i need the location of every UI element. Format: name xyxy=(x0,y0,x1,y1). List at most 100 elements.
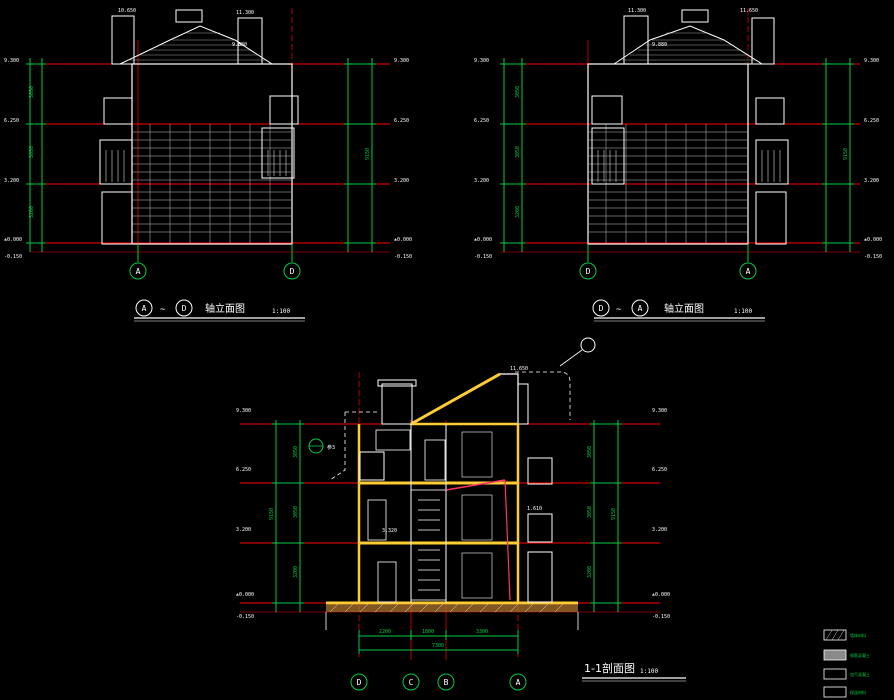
axis-bubble xyxy=(402,673,420,691)
door xyxy=(377,561,397,603)
axis-label: A xyxy=(746,267,751,276)
roof-level-label: 11.650 xyxy=(740,8,758,14)
elevation-right: 3050 3050 3200 9150 xyxy=(474,8,882,322)
level-label: -0.150 xyxy=(864,254,882,260)
axis-label: B xyxy=(444,678,449,687)
balcony xyxy=(527,551,553,603)
roof-level-label: 11.650 xyxy=(510,366,528,372)
svg-text:3050: 3050 xyxy=(515,86,521,98)
level-label: 3.200 xyxy=(652,527,667,533)
door xyxy=(367,499,387,541)
svg-text:3200: 3200 xyxy=(515,206,521,218)
legend-swatch-hatch xyxy=(823,629,847,641)
roof-level-label: 10.650 xyxy=(118,8,136,14)
legend-swatch-empty xyxy=(823,668,847,680)
axis-bubble xyxy=(437,673,455,691)
title-axis-label: D xyxy=(182,304,187,313)
level-label: -0.150 xyxy=(652,614,670,620)
room-elevation xyxy=(461,494,493,541)
legend-label: 墙体材料 xyxy=(850,632,866,638)
level-label: 3.200 xyxy=(236,527,251,533)
level-label: 3.200 xyxy=(474,178,489,184)
axis-label: D xyxy=(357,678,362,687)
material-legend: 墙体材料 钢筋混凝土 加气混凝土 保温材料 xyxy=(823,629,870,698)
dim-span: 3300 xyxy=(476,629,488,635)
svg-text:~: ~ xyxy=(160,305,166,315)
axis-label: A xyxy=(516,678,521,687)
level-label: 9.300 xyxy=(236,408,251,414)
roof-slab-cut xyxy=(410,372,501,426)
balcony xyxy=(527,513,553,543)
svg-text:3050: 3050 xyxy=(29,86,35,98)
roof-level-label: 9.880 xyxy=(232,42,247,48)
elevation-left: 3050 3050 3200 9150 xyxy=(4,8,412,322)
level-label: 3.200 xyxy=(394,178,409,184)
balcony xyxy=(103,97,133,125)
level-label: 6.250 xyxy=(474,118,489,124)
balcony xyxy=(101,191,133,245)
level-label: ±0.000 xyxy=(236,592,254,598)
level-label: ±0.000 xyxy=(864,237,882,243)
title-axis-bubble xyxy=(175,299,193,317)
svg-text:3200: 3200 xyxy=(587,566,593,578)
level-label: 9.300 xyxy=(394,58,409,64)
axis-label: A xyxy=(136,267,141,276)
balcony xyxy=(755,97,785,125)
title-axis-bubble xyxy=(135,299,153,317)
legend-label: 钢筋混凝土 xyxy=(850,652,870,658)
balcony xyxy=(591,127,625,185)
balcony xyxy=(755,191,787,245)
svg-text:~: ~ xyxy=(616,305,622,315)
title-axis-bubble xyxy=(592,299,610,317)
balcony xyxy=(261,127,295,179)
axis-bubble xyxy=(739,262,757,280)
drawing-title: 轴立面图 xyxy=(664,302,704,315)
level-label: -0.150 xyxy=(236,614,254,620)
stair xyxy=(410,489,447,601)
balcony xyxy=(755,139,789,185)
drawing-scale: 1:100 xyxy=(734,308,752,315)
brick-hatch xyxy=(588,124,748,243)
title-axis-label: A xyxy=(638,304,643,313)
dim-span: 1800 xyxy=(422,629,434,635)
axis-label: C xyxy=(409,678,414,687)
svg-text:9150: 9150 xyxy=(365,148,371,160)
roof-level-label: 11.300 xyxy=(236,10,254,16)
level-label: 3.200 xyxy=(4,178,19,184)
roof-level-label: 9.880 xyxy=(652,42,667,48)
ground-fill xyxy=(326,604,578,612)
mid-level-note: 3.320 xyxy=(382,528,397,534)
chimney xyxy=(623,15,649,65)
level-label: -0.150 xyxy=(394,254,412,260)
detail-bubble xyxy=(580,337,596,353)
svg-text:3050: 3050 xyxy=(515,146,521,158)
section-1-1: 3050 3050 3200 9150 3050 3050 3200 9150 xyxy=(236,337,686,691)
level-label: -0.150 xyxy=(474,254,492,260)
level-label: 6.250 xyxy=(4,118,19,124)
dim-span: 2200 xyxy=(379,629,391,635)
balcony xyxy=(269,95,299,125)
brick-hatch xyxy=(132,124,292,243)
room-elevation xyxy=(461,552,493,599)
title-axis-bubble xyxy=(631,299,649,317)
legend-label: 保温材料 xyxy=(850,689,866,695)
detail-note: 参3 xyxy=(327,444,335,451)
level-label: 6.250 xyxy=(394,118,409,124)
svg-text:9150: 9150 xyxy=(611,508,617,520)
level-label: 9.300 xyxy=(4,58,19,64)
balcony xyxy=(591,95,623,125)
legend-label: 加气混凝土 xyxy=(850,671,870,677)
svg-text:3050: 3050 xyxy=(29,146,35,158)
balcony xyxy=(99,139,133,185)
svg-text:9150: 9150 xyxy=(843,148,849,160)
level-note: 1.610 xyxy=(527,506,542,512)
svg-text:3200: 3200 xyxy=(293,566,299,578)
axis-bubble xyxy=(579,262,597,280)
drawing-scale: 1:100 xyxy=(640,668,658,675)
dormer xyxy=(681,9,709,23)
chimney xyxy=(111,15,135,65)
level-label: 6.250 xyxy=(652,467,667,473)
level-label: 3.200 xyxy=(864,178,879,184)
axis-bubble xyxy=(350,673,368,691)
